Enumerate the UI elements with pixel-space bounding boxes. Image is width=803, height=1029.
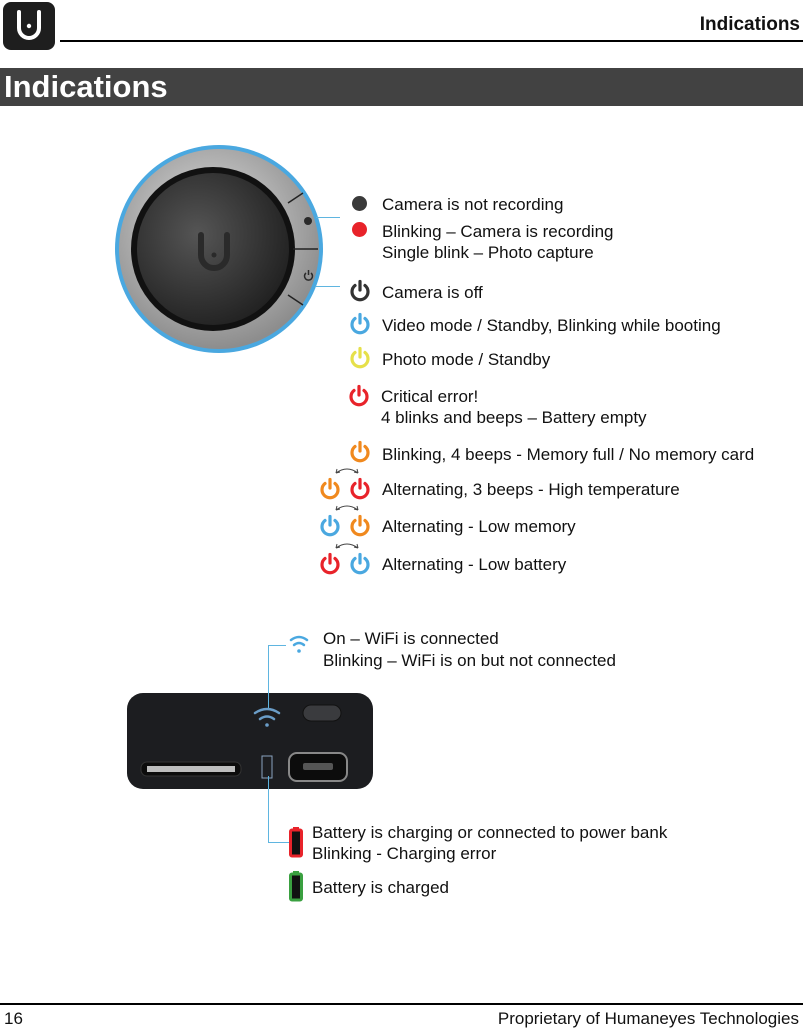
power-icon-red bbox=[349, 384, 369, 407]
indicator-label: Video mode / Standby, Blinking while boo… bbox=[382, 316, 721, 335]
power-icon-orange bbox=[350, 440, 370, 463]
wifi-indicator-label: Blinking – WiFi is on but not connected bbox=[323, 651, 616, 670]
power-icon-blue bbox=[350, 312, 370, 335]
humaneyes-logo-icon bbox=[3, 2, 55, 50]
indicator-label: Blinking – Camera is recording bbox=[382, 222, 614, 241]
leader-line-battery bbox=[268, 776, 269, 842]
indicator-label: Camera is not recording bbox=[382, 195, 564, 214]
red-dot-icon bbox=[352, 222, 367, 237]
power-icon-dark bbox=[350, 279, 370, 302]
leader-line-wifi-h bbox=[268, 645, 286, 646]
battery-charging-icon bbox=[289, 827, 303, 858]
battery-charging-label: Battery is charging or connected to powe… bbox=[312, 823, 668, 842]
indicator-label: Alternating - Low battery bbox=[382, 555, 567, 574]
section-bar bbox=[0, 68, 803, 106]
leader-line-power bbox=[316, 286, 340, 287]
camera-button-image bbox=[113, 143, 325, 355]
wifi-indicator-label: On – WiFi is connected bbox=[323, 629, 499, 648]
indicator-label: Alternating, 3 beeps - High temperature bbox=[382, 480, 680, 499]
leader-line-record bbox=[316, 217, 340, 218]
battery-charging-label: Blinking - Charging error bbox=[312, 844, 497, 863]
wifi-icon bbox=[289, 635, 309, 653]
indicator-label: Photo mode / Standby bbox=[382, 350, 551, 369]
alternating-power-icon-orange-red bbox=[320, 468, 370, 500]
indicator-label: Single blink – Photo capture bbox=[382, 243, 594, 262]
indicator-label: Camera is off bbox=[382, 283, 483, 302]
leader-line-battery-h bbox=[268, 842, 290, 843]
footer-text: Proprietary of Humaneyes Technologies bbox=[497, 1009, 799, 1028]
header-divider bbox=[60, 40, 803, 42]
side-panel-image bbox=[127, 693, 373, 789]
footer-divider bbox=[0, 1003, 803, 1005]
panel-wifi-icon bbox=[253, 707, 281, 721]
indicator-label: Alternating - Low memory bbox=[382, 517, 576, 536]
section-title: Indications bbox=[4, 69, 168, 104]
battery-charged-icon bbox=[289, 871, 303, 902]
power-icon-yellow bbox=[350, 346, 370, 369]
gray-dot-icon bbox=[352, 196, 367, 211]
indicator-label: Blinking, 4 beeps - Memory full / No mem… bbox=[382, 445, 755, 464]
page-number: 16 bbox=[4, 1009, 23, 1028]
indicator-label: 4 blinks and beeps – Battery empty bbox=[381, 408, 647, 427]
indicator-label: Critical error! bbox=[381, 387, 479, 406]
battery-charged-label: Battery is charged bbox=[312, 878, 450, 897]
header-title: Indications bbox=[699, 14, 800, 35]
alternating-power-icon-blue-orange bbox=[320, 505, 370, 537]
alternating-power-icon-red-blue bbox=[320, 543, 370, 575]
leader-line-wifi bbox=[268, 645, 269, 708]
